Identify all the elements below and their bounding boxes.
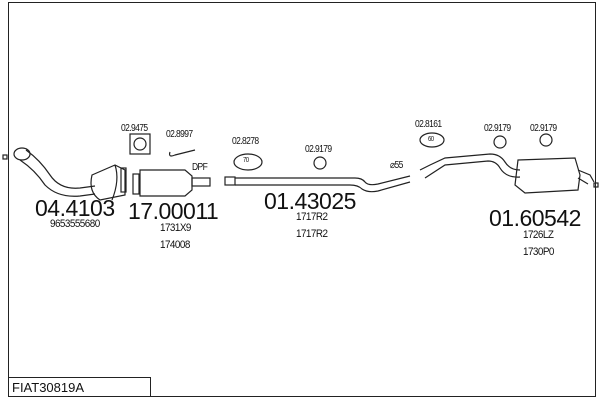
part-ref: 9653555680 xyxy=(50,218,100,230)
dpf-label: DPF xyxy=(192,162,208,173)
part-ref: 1731X9 xyxy=(160,222,191,234)
middle-pipe-icon xyxy=(235,175,411,193)
rubber-mount-icon xyxy=(539,133,553,147)
accessory-label: 02.9179 xyxy=(484,123,511,134)
rubber-mount-icon xyxy=(313,156,327,170)
gasket-icon xyxy=(129,133,151,155)
front-pipe-icon xyxy=(19,149,96,197)
accessory-label: 02.8161 xyxy=(415,119,442,130)
part-number: 01.43025 xyxy=(264,188,356,214)
part-ref: 1717R2 xyxy=(296,228,328,240)
part-ref: 1726LZ xyxy=(523,229,554,241)
rubber-mount-icon xyxy=(493,135,507,149)
part-number: 04.4103 xyxy=(35,195,115,221)
part-ref: 174008 xyxy=(160,239,190,251)
manifold-flange-icon xyxy=(13,147,31,161)
accessory-label: 02.9179 xyxy=(530,123,557,134)
clamp-size: 60 xyxy=(428,136,434,143)
diagram-code: FIAT30819A xyxy=(8,377,151,397)
diameter-label: ⌀55 xyxy=(390,160,403,171)
spring-bolt-icon xyxy=(168,149,196,157)
part-number: 17.00011 xyxy=(128,198,219,224)
part-ref: 1730P0 xyxy=(523,246,554,258)
rear-silencer-icon xyxy=(514,157,581,194)
accessory-label: 02.8997 xyxy=(166,129,193,140)
accessory-label: 02.9179 xyxy=(305,144,332,155)
rear-pipe-icon xyxy=(419,153,521,179)
diagram-frame xyxy=(8,2,596,397)
part-number: 01.60542 xyxy=(489,205,581,231)
clamp-size: 70 xyxy=(243,157,249,164)
dpf-icon xyxy=(139,169,193,197)
accessory-label: 02.8278 xyxy=(232,136,259,147)
catalyst-icon xyxy=(90,164,126,201)
part-ref: 1717R2 xyxy=(296,211,328,223)
accessory-label: 02.9475 xyxy=(121,123,148,134)
clamp-icon xyxy=(233,153,263,171)
clamp-icon xyxy=(419,132,445,148)
